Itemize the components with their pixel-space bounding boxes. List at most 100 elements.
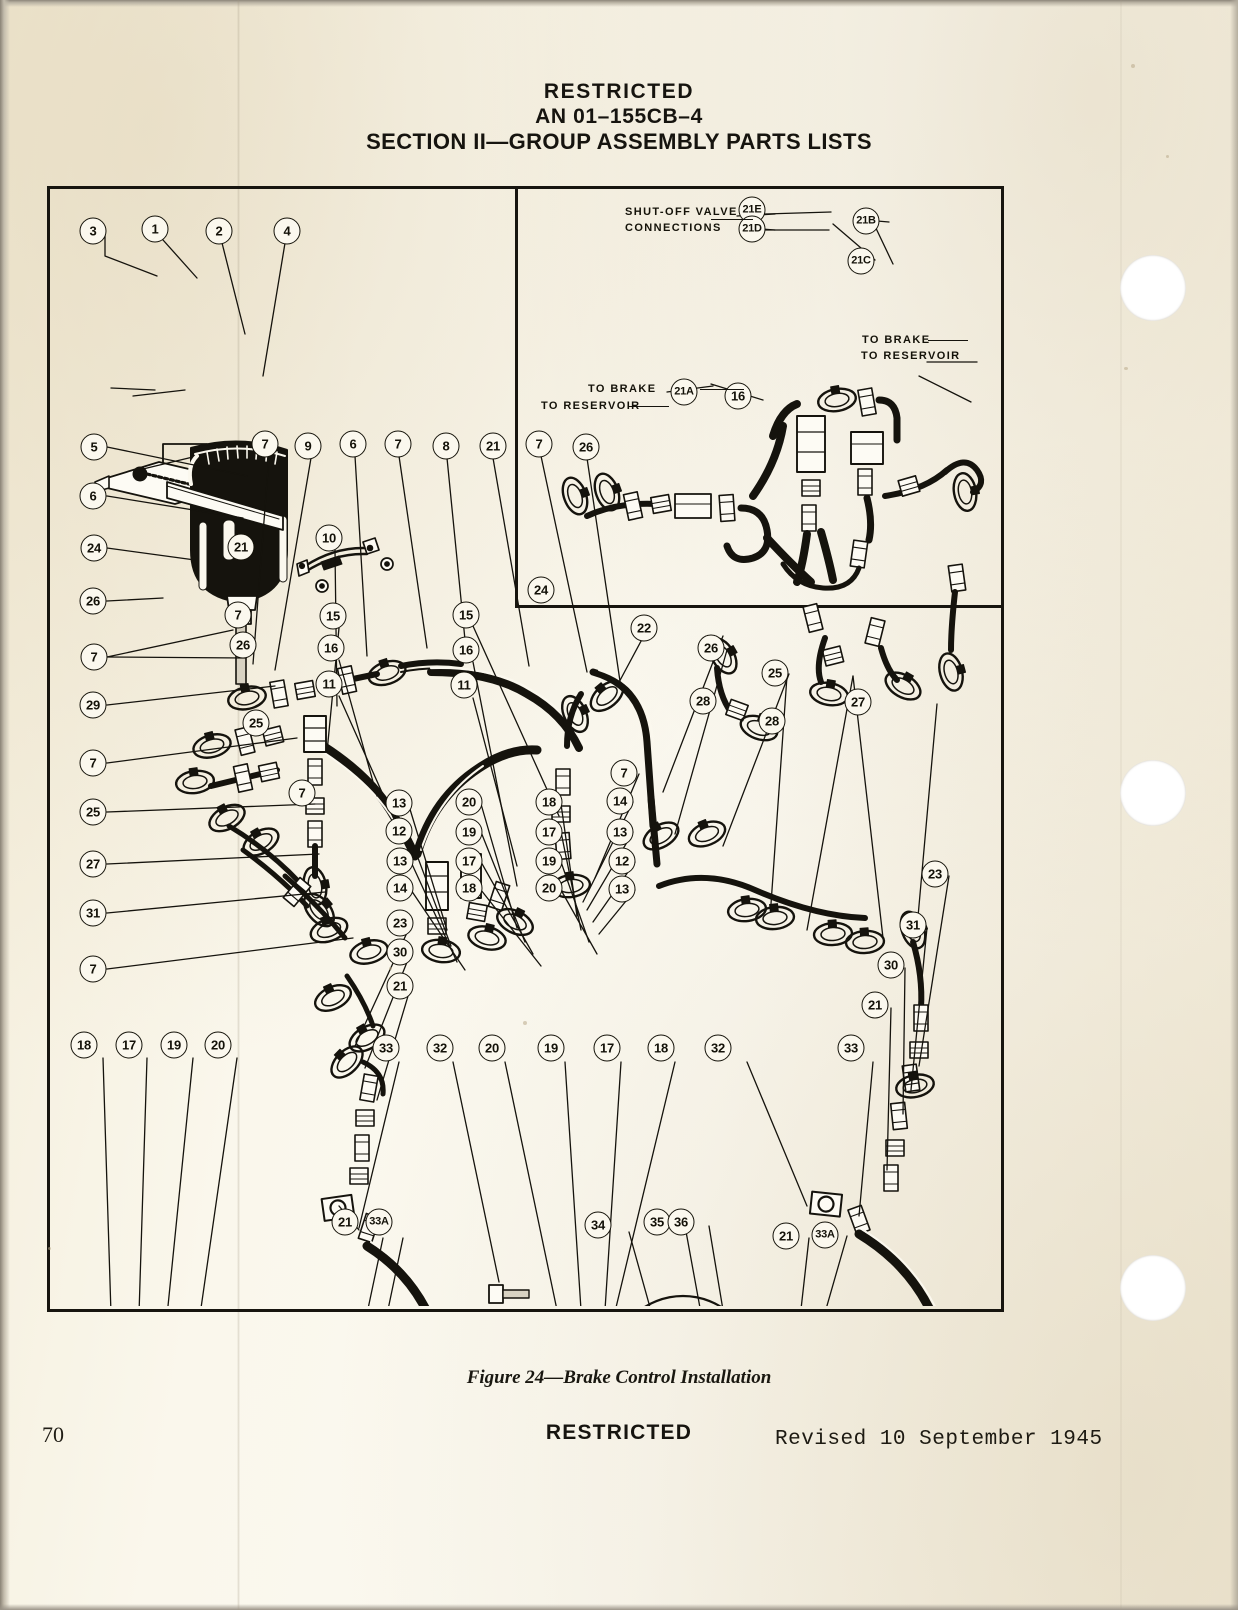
callout-18: 18: [455, 874, 483, 902]
callout-33A: 33A: [365, 1208, 393, 1236]
callout-20: 20: [478, 1034, 506, 1062]
callout-14: 14: [606, 787, 634, 815]
callout-28: 28: [689, 687, 717, 715]
inset-title-line1: SHUT-OFF VALVE: [625, 206, 738, 218]
callout-13: 13: [386, 847, 414, 875]
callout-24: 24: [80, 534, 108, 562]
paper-speck: [389, 967, 392, 970]
callout-34: 34: [584, 1211, 612, 1239]
callout-28: 28: [758, 707, 786, 735]
callout-32: 32: [426, 1034, 454, 1062]
callout-7: 7: [610, 759, 638, 787]
inset-callout-21A: 21A: [670, 378, 698, 406]
callout-7: 7: [79, 955, 107, 983]
callout-13: 13: [385, 789, 413, 817]
footer-restricted: RESTRICTED: [545, 1421, 693, 1444]
callout-21: 21: [479, 432, 507, 460]
callout-7: 7: [251, 430, 279, 458]
callout-18: 18: [647, 1034, 675, 1062]
scan-edge-bottom: [0, 1604, 1238, 1610]
brake-control-installation-drawing: [94, 211, 985, 1306]
callout-17: 17: [535, 818, 563, 846]
callout-25: 25: [242, 709, 270, 737]
callout-7: 7: [224, 601, 252, 629]
callout-6: 6: [79, 482, 107, 510]
callout-22: 22: [630, 614, 658, 642]
inset-callout-21C: 21C: [847, 247, 875, 275]
callout-17: 17: [115, 1031, 143, 1059]
callout-21: 21: [331, 1208, 359, 1236]
callout-21: 21: [227, 533, 255, 561]
callout-26: 26: [229, 631, 257, 659]
inset-label-to-reservoir-right: TO RESERVOIR: [861, 350, 961, 362]
paper-speck: [523, 1021, 527, 1025]
callout-4: 4: [273, 217, 301, 245]
figure-caption: Figure 24—Brake Control Installation: [466, 1367, 772, 1388]
callout-25: 25: [79, 798, 107, 826]
callout-6: 6: [339, 430, 367, 458]
footer-revision-date: Revised 10 September 1945: [775, 1428, 1103, 1451]
callout-27: 27: [79, 850, 107, 878]
inset-leader-dash-4: [711, 219, 753, 220]
header-document-number: AN 01–155CB–4: [535, 105, 703, 128]
paper-speck: [48, 1247, 51, 1250]
callout-17: 17: [593, 1034, 621, 1062]
callout-15: 15: [319, 602, 347, 630]
callout-26: 26: [572, 433, 600, 461]
callout-14: 14: [386, 874, 414, 902]
callout-33: 33: [372, 1034, 400, 1062]
callout-31: 31: [79, 899, 107, 927]
callout-12: 12: [385, 817, 413, 845]
callout-18: 18: [70, 1031, 98, 1059]
paper-speck: [1166, 155, 1169, 158]
callout-16: 16: [317, 634, 345, 662]
callout-35: 35: [643, 1208, 671, 1236]
callout-3: 3: [79, 217, 107, 245]
inset-label-to-reservoir-left: TO RESERVOIR: [541, 400, 641, 412]
callout-7: 7: [80, 643, 108, 671]
scan-edge-left: [0, 0, 10, 1610]
inset-panel-border: [515, 189, 1004, 608]
callout-24: 24: [527, 576, 555, 604]
inset-leader-dash-1: [700, 389, 744, 390]
callout-19: 19: [455, 818, 483, 846]
callout-33: 33: [837, 1034, 865, 1062]
callout-8: 8: [432, 432, 460, 460]
inset-title-line2: CONNECTIONS: [625, 222, 722, 234]
callout-19: 19: [535, 847, 563, 875]
callout-12: 12: [608, 847, 636, 875]
callout-21: 21: [772, 1222, 800, 1250]
scan-edge-right: [1230, 0, 1238, 1610]
callout-9: 9: [294, 432, 322, 460]
callout-33A: 33A: [811, 1221, 839, 1249]
callout-7: 7: [79, 749, 107, 777]
callout-7: 7: [525, 430, 553, 458]
callout-11: 11: [450, 671, 478, 699]
inset-callout-21B: 21B: [852, 207, 880, 235]
callout-30: 30: [877, 951, 905, 979]
callout-36: 36: [667, 1208, 695, 1236]
callout-19: 19: [537, 1034, 565, 1062]
callout-16: 16: [452, 636, 480, 664]
callout-10: 10: [315, 524, 343, 552]
punch-hole-top: [1120, 255, 1186, 321]
callout-25: 25: [761, 659, 789, 687]
paper-speck: [1131, 64, 1135, 68]
callout-2: 2: [205, 217, 233, 245]
callout-27: 27: [844, 688, 872, 716]
callout-21: 21: [861, 991, 889, 1019]
callout-26: 26: [697, 634, 725, 662]
header-section-title: SECTION II—GROUP ASSEMBLY PARTS LISTS: [366, 129, 872, 154]
callout-20: 20: [535, 874, 563, 902]
callout-13: 13: [608, 875, 636, 903]
callout-11: 11: [315, 670, 343, 698]
scan-band-2: [1120, 0, 1122, 1610]
callout-23: 23: [386, 909, 414, 937]
page-number: 70: [42, 1422, 64, 1447]
header-restricted: RESTRICTED: [543, 80, 695, 103]
callout-20: 20: [204, 1031, 232, 1059]
callout-7: 7: [384, 430, 412, 458]
callout-18: 18: [535, 788, 563, 816]
callout-29: 29: [79, 691, 107, 719]
